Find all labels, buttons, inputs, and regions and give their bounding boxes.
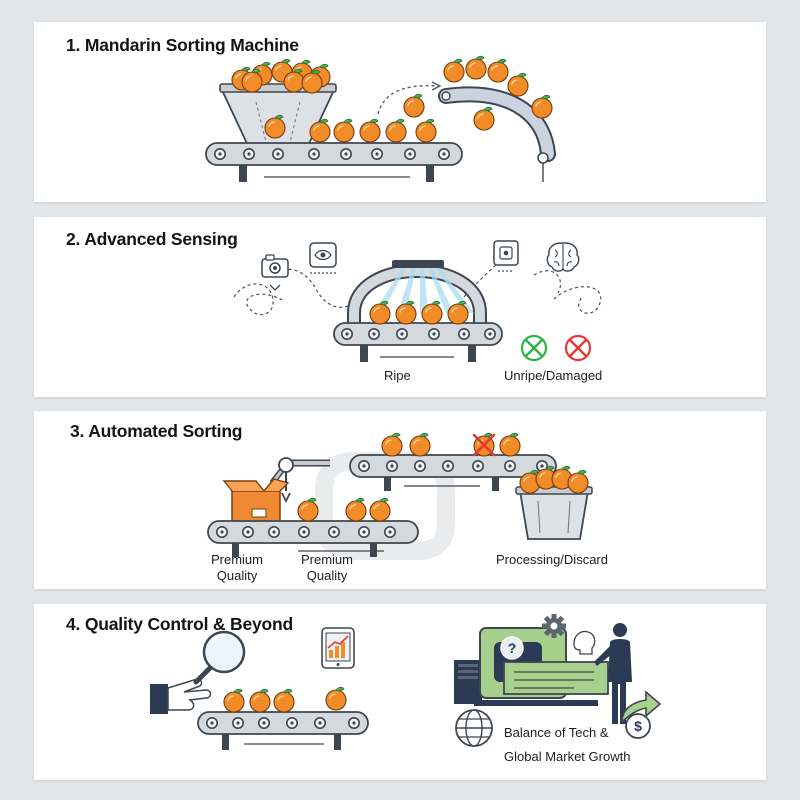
discard-bin	[515, 486, 593, 540]
reject-mark-icon	[472, 433, 496, 457]
processor-icon	[493, 240, 519, 272]
sorting-chute	[438, 86, 556, 182]
label-unripe-damaged: Unripe/Damaged	[504, 368, 603, 383]
label-balance-line-2: Global Market Growth	[504, 749, 631, 764]
label-premium-quality-b: Premium Quality	[300, 552, 353, 583]
question-icon: ?	[500, 636, 524, 660]
check-icon	[520, 334, 548, 362]
conveyor-belt	[197, 711, 369, 750]
tablet-chart-icon	[321, 627, 355, 669]
panel-title: 4. Quality Control & Beyond	[66, 614, 293, 634]
label-processing-discard: Processing/Discard	[496, 552, 608, 567]
automated-sorting-illustration	[207, 432, 593, 560]
conveyor-belt	[333, 322, 503, 362]
person-icon	[594, 623, 632, 724]
control-machine	[454, 627, 609, 706]
globe-icon	[455, 709, 493, 747]
transfer-arrow	[377, 81, 442, 115]
upper-conveyor	[349, 454, 557, 491]
panel-title: 1. Mandarin Sorting Machine	[66, 35, 299, 55]
premium-oranges	[297, 497, 391, 522]
inspected-oranges	[223, 686, 347, 713]
panel-advanced-sensing: 2. Advanced Sensing	[34, 217, 766, 397]
label-ripe: Ripe	[384, 368, 411, 383]
panel-mandarin-sorting-machine: 1. Mandarin Sorting Machine	[34, 22, 766, 202]
panel-automated-sorting: 3. Automated Sorting	[34, 411, 766, 589]
conveyor-belt	[205, 142, 463, 182]
label-balance-line-1: Balance of Tech &	[504, 725, 609, 740]
quality-control-illustration: ?	[150, 614, 662, 750]
hand-icon	[150, 678, 212, 714]
panel-title: 2. Advanced Sensing	[66, 229, 238, 249]
magnifier-icon	[193, 630, 246, 685]
thinking-head-icon	[573, 630, 596, 655]
scanned-oranges	[369, 300, 469, 325]
brain-icon	[546, 242, 580, 272]
sensing-illustration	[233, 240, 602, 362]
lower-conveyor	[207, 520, 419, 557]
svg-text:$: $	[634, 718, 642, 734]
scanner-arch	[347, 260, 487, 337]
dollar-growth-icon: $	[621, 690, 662, 739]
panel-quality-control: 4. Quality Control & Beyond	[34, 604, 766, 780]
sorting-machine-illustration	[205, 55, 556, 182]
label-premium-quality-a: Premium Quality	[210, 552, 263, 583]
gear-icon	[542, 614, 566, 638]
camera-icon	[261, 254, 289, 291]
svg-text:?: ?	[508, 640, 517, 656]
panel-title: 3. Automated Sorting	[70, 421, 243, 441]
sensor-chip-icon	[309, 242, 337, 274]
cross-icon	[564, 334, 592, 362]
